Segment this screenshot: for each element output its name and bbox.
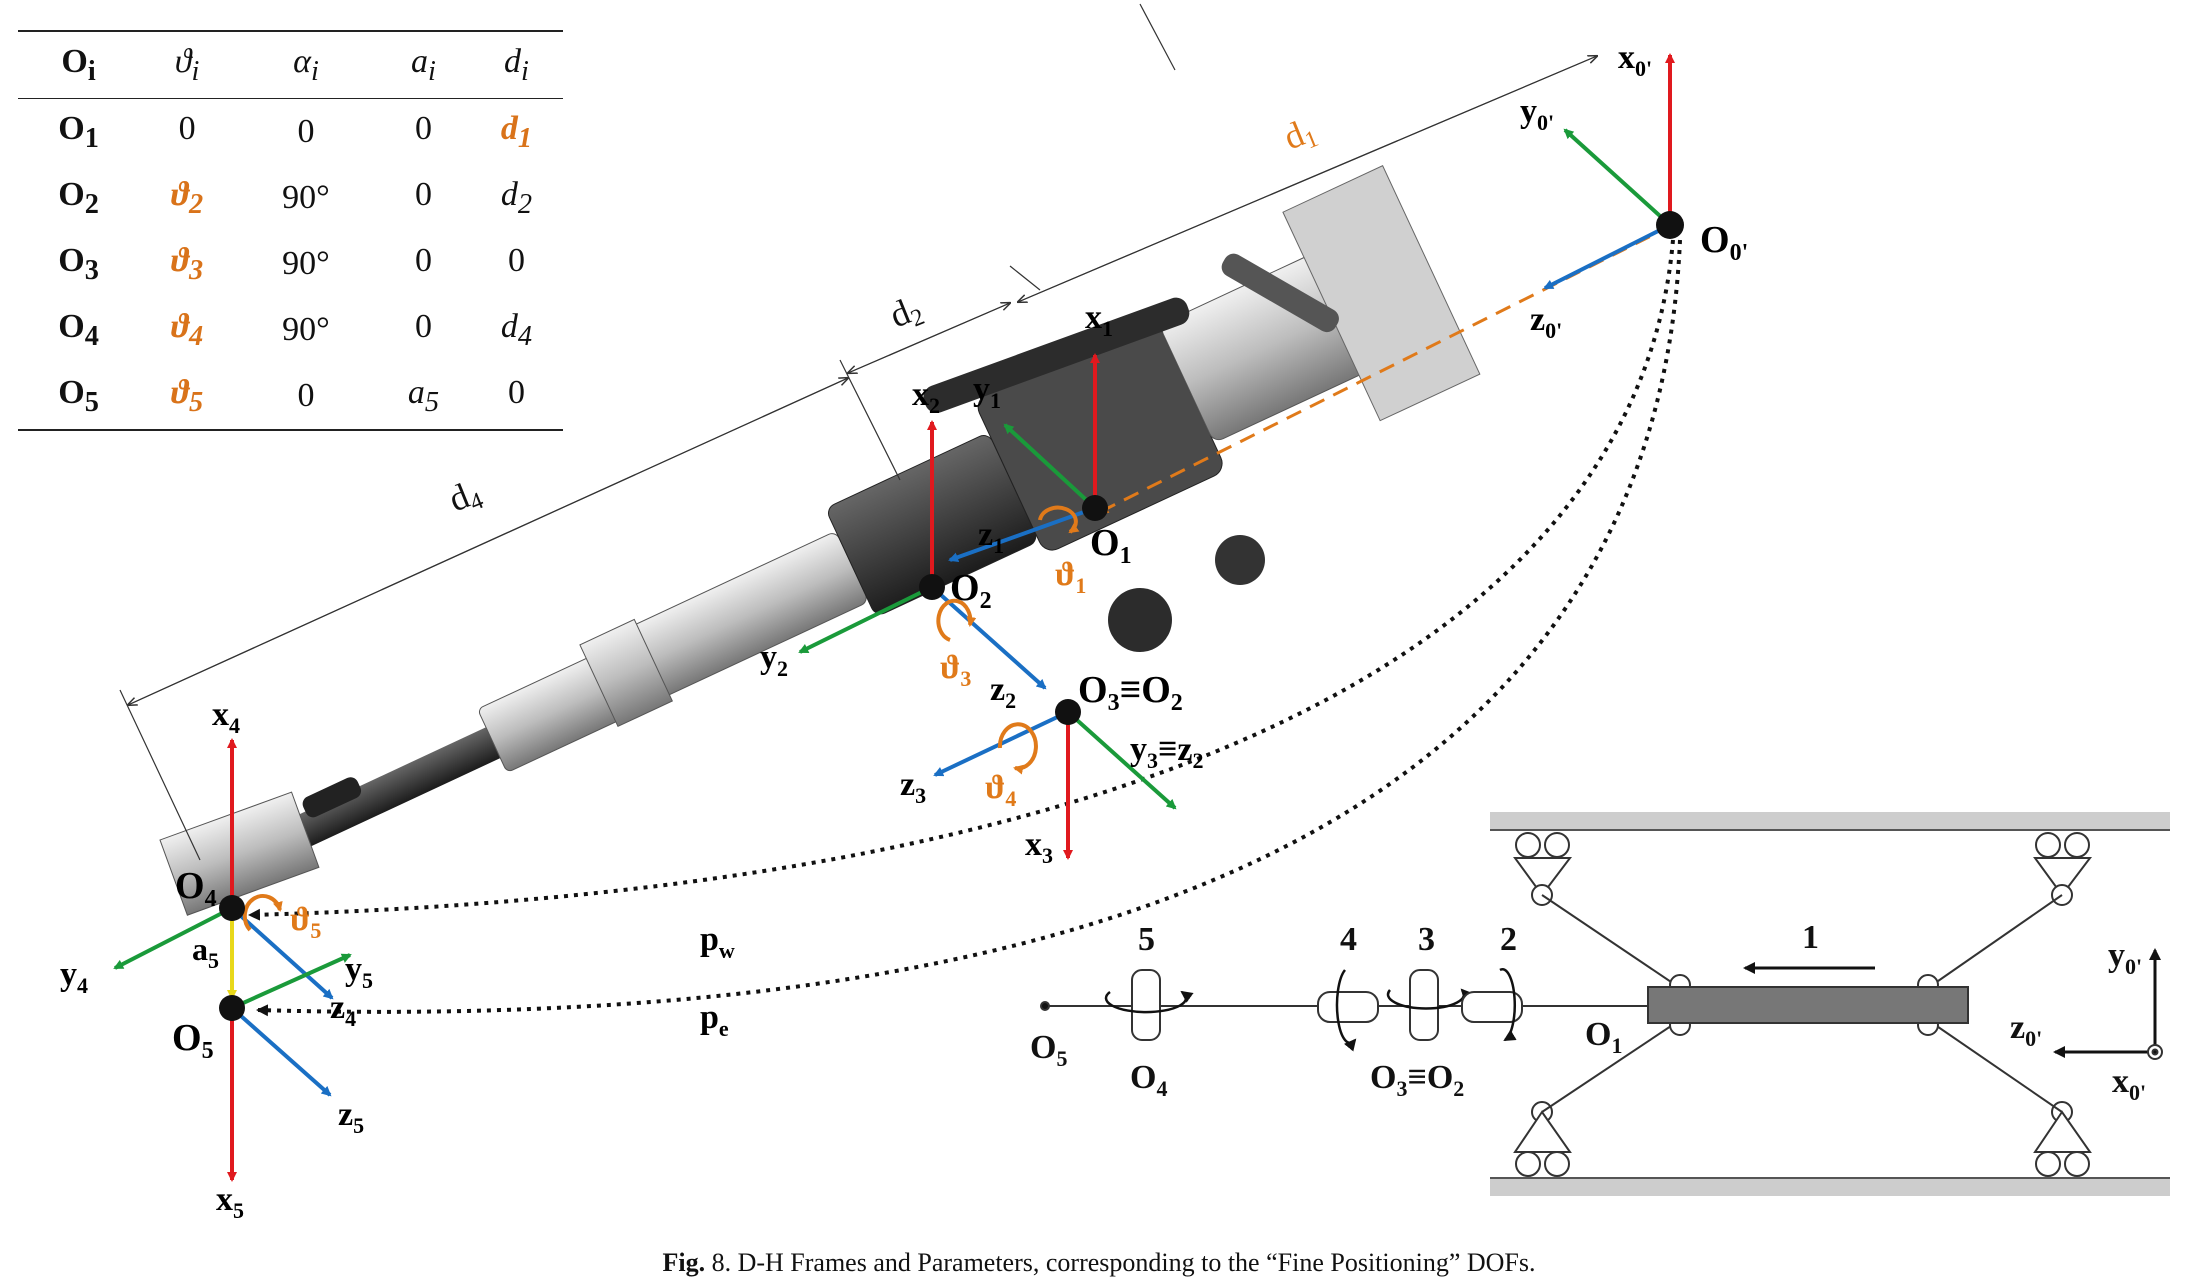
svg-text:2: 2 <box>1500 921 1517 958</box>
svg-text:O3≡O2: O3≡O2 <box>1370 1059 1464 1101</box>
label-theta4: ϑ4 <box>985 769 1016 811</box>
label-z0: z0' <box>1530 301 1562 343</box>
svg-text:O4: O4 <box>1130 1059 1167 1101</box>
frame-o3 <box>933 699 1177 860</box>
label-theta1: ϑ1 <box>1055 556 1086 598</box>
label-x2: x2 <box>912 376 940 418</box>
label-z5: z5 <box>338 1096 364 1138</box>
dim-d2: d2 <box>884 287 928 339</box>
label-O5: O5 <box>172 1017 214 1064</box>
table-row: O5 ϑ5 0 a5 0 <box>18 363 563 430</box>
svg-text:y0': y0' <box>2108 937 2142 979</box>
table-row: O4 ϑ4 90° 0 d4 <box>58 307 533 352</box>
top-rail <box>1490 812 2170 830</box>
table-row: O3 ϑ3 90° 0 0 <box>58 241 525 286</box>
label-O3-O2: O3≡O2 <box>1078 669 1183 716</box>
label-z1: z1 <box>978 516 1004 558</box>
label-y1: y1 <box>973 371 1001 413</box>
frame-o0 <box>1543 53 1684 290</box>
robot-body <box>159 165 1481 916</box>
label-x0: x0' <box>1618 39 1652 81</box>
label-O4: O4 <box>175 865 217 912</box>
frame-o1 <box>948 353 1108 563</box>
pe-arc <box>256 239 1682 1017</box>
label-x5: x5 <box>216 1181 244 1223</box>
label-pw: pw <box>700 921 735 963</box>
label-x1: x1 <box>1085 299 1113 341</box>
label-theta3: ϑ3 <box>940 649 971 691</box>
frame-o5 <box>219 953 352 1182</box>
label-z4: z4 <box>330 989 356 1031</box>
svg-text:O1: O1 <box>1585 1016 1622 1058</box>
schematic-labels: 5 4 3 2 1 O5 O4 O3≡O2 O1 y0' z0' x0' <box>1030 919 2146 1105</box>
table-row: O1 0 0 0 d1 <box>58 109 533 154</box>
svg-text:3: 3 <box>1418 921 1435 958</box>
label-O1: O1 <box>1090 522 1132 569</box>
svg-text:5: 5 <box>1138 921 1155 958</box>
moving-body <box>1647 986 1969 1024</box>
dh-frames-diagram: d1 d2 d4 pw pe x0' y0' z0' O0' x1 y1 z1 … <box>60 3 2170 1223</box>
label-y3-z2: y3≡z2 <box>1130 731 1203 773</box>
label-z3: z3 <box>900 766 926 808</box>
label-z2: z2 <box>990 671 1016 713</box>
label-O0: O0' <box>1700 219 1748 266</box>
dim-d4: d4 <box>443 471 487 523</box>
kinematic-schematic <box>1040 812 2170 1196</box>
header-frame: Oi <box>61 42 96 87</box>
label-O2: O2 <box>950 567 992 614</box>
bottom-rail <box>1490 1178 2170 1196</box>
dimension-lines <box>119 3 1597 861</box>
label-pe: pe <box>700 999 729 1041</box>
svg-text:z0': z0' <box>2010 1009 2042 1051</box>
label-y5: y5 <box>345 951 373 993</box>
svg-text:O5: O5 <box>1030 1029 1067 1071</box>
label-y4: y4 <box>60 956 88 998</box>
svg-text:4: 4 <box>1340 921 1357 958</box>
dim-d1: d1 <box>1278 109 1322 161</box>
svg-text:x0': x0' <box>2112 1063 2146 1105</box>
label-y0: y0' <box>1520 93 1554 135</box>
frame-o2 <box>798 420 1047 690</box>
header-a: ai <box>411 42 436 87</box>
label-a5: a5 <box>192 931 219 973</box>
pw-arc <box>248 239 1675 921</box>
label-y2: y2 <box>760 639 788 681</box>
header-theta: ϑi <box>174 42 200 87</box>
figure-caption: Fig. 8. D-H Frames and Parameters, corre… <box>662 1248 1536 1277</box>
table-row: O2 ϑ2 90° 0 d2 <box>58 175 533 220</box>
header-d: di <box>504 42 529 87</box>
label-x3: x3 <box>1025 826 1053 868</box>
label-theta5: ϑ5 <box>290 901 321 943</box>
label-x4: x4 <box>212 696 240 738</box>
dh-table-header: Oi ϑi αi ai di <box>18 31 563 99</box>
header-alpha: αi <box>293 42 319 87</box>
frame-o4 <box>113 738 334 1000</box>
svg-text:1: 1 <box>1802 919 1819 956</box>
dh-parameter-table: Oi ϑi αi ai di O1 0 0 0 d1 O2 ϑ2 90° 0 d… <box>18 30 563 431</box>
